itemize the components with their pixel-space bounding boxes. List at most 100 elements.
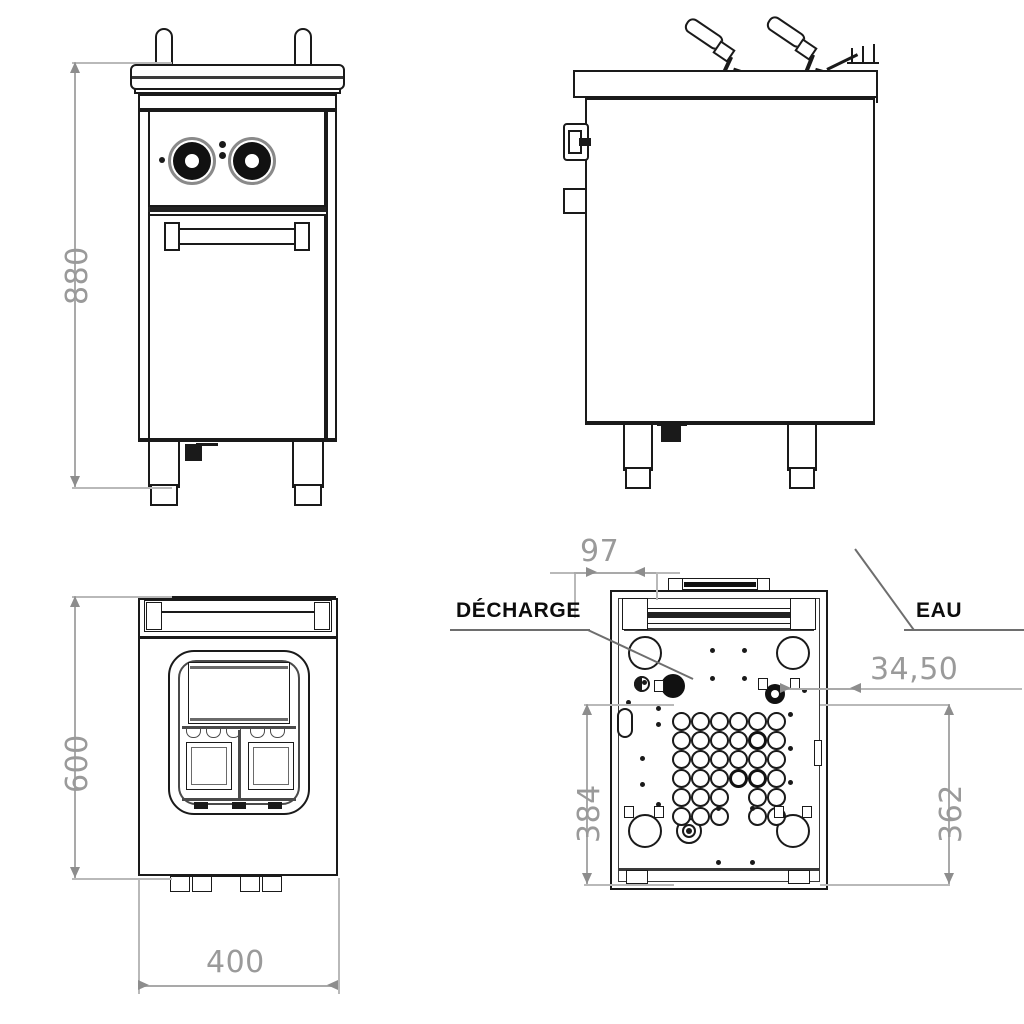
- dim-label-384: 384: [572, 784, 607, 843]
- ext-line-97-left: [574, 572, 576, 618]
- control-knob-left-hub[interactable]: [183, 152, 201, 170]
- dim-line-880: [74, 62, 76, 487]
- dim-label-362: 362: [934, 784, 969, 843]
- dim-arrow-3450-right: [850, 683, 861, 693]
- leader-decharge-angled: [587, 629, 694, 680]
- vent-hole: [710, 750, 729, 769]
- control-knob-right-outer[interactable]: [228, 137, 276, 185]
- dim-arrow-97-left: [586, 567, 597, 577]
- leg-foot-front-right: [294, 484, 322, 506]
- dim-label-600: 600: [60, 734, 95, 793]
- flue-fin-3: [873, 44, 875, 64]
- side-elevation-view: [563, 13, 925, 498]
- dim-arrow-97-right: [634, 567, 645, 577]
- vent-hole: [748, 712, 767, 731]
- vent-hole: [748, 769, 767, 788]
- bp-bottom-notch-left: [626, 870, 648, 884]
- screw-dot: [742, 648, 747, 653]
- dim-line-400: [138, 985, 338, 987]
- plan-rear-rail-top: [140, 596, 336, 600]
- callout-label-decharge: DÉCHARGE: [456, 599, 581, 622]
- vent-hole: [691, 731, 710, 750]
- control-knob-left-outer[interactable]: [168, 137, 216, 185]
- control-knob-right-hub[interactable]: [243, 152, 261, 170]
- vent-hole: [691, 769, 710, 788]
- dim-arrow-362-bottom: [944, 873, 954, 884]
- screw-dot: [642, 680, 647, 685]
- dim-line-362: [948, 704, 950, 884]
- bp-bracket-sq-5: [654, 806, 664, 818]
- vent-hole: [710, 712, 729, 731]
- vent-hole: [729, 731, 748, 750]
- bp-side-notch: [814, 740, 822, 766]
- vent-hole: [767, 788, 786, 807]
- side-tank-rim: [573, 70, 878, 98]
- ext-line-362-bottom: [820, 884, 950, 886]
- plan-basket-rear-lip-bottom: [190, 718, 288, 721]
- dimension-3450: 34,50: [760, 640, 1024, 720]
- bp-side-slot: [617, 708, 633, 738]
- screw-dot: [750, 806, 755, 811]
- plan-finger-4: [250, 729, 265, 738]
- panel-divider: [148, 207, 326, 212]
- bp-inner-rail-base: [624, 628, 814, 631]
- vent-hole: [672, 750, 691, 769]
- vent-hole: [672, 731, 691, 750]
- leader-eau-horizontal: [904, 629, 1024, 631]
- dimension-384: 384: [540, 690, 674, 930]
- bp-foot-boss-br: [776, 814, 810, 848]
- vent-hole: [748, 750, 767, 769]
- vent-hole: [729, 769, 748, 788]
- screw-dot: [640, 782, 645, 787]
- bp-bottom-notch-right: [788, 870, 810, 884]
- side-drain-nozzle: [661, 426, 681, 442]
- dim-label-400: 400: [206, 945, 265, 980]
- plan-basket-front-left[interactable]: [186, 742, 232, 790]
- callout-decharge: DÉCHARGE: [430, 595, 700, 685]
- bp-bracket-sq-1: [654, 680, 664, 692]
- plan-tank-bottom-edge: [182, 798, 296, 801]
- dim-line-97: [574, 572, 656, 574]
- leg-front-right: [292, 440, 324, 488]
- plan-finger-2: [206, 729, 221, 738]
- dim-arrow-3450-left: [780, 683, 791, 693]
- dim-line-384: [586, 704, 588, 884]
- vent-hole: [672, 769, 691, 788]
- screw-dot: [656, 802, 661, 807]
- plan-finger-1: [186, 729, 201, 738]
- vent-hole: [767, 712, 786, 731]
- vent-hole: [691, 712, 710, 731]
- ext-line-97-right: [656, 572, 658, 600]
- plan-basket-rear[interactable]: [188, 662, 290, 724]
- screw-dot: [802, 688, 807, 693]
- vent-hole: [691, 807, 710, 826]
- screw-dot: [788, 712, 793, 717]
- dim-line-3450: [780, 688, 860, 690]
- vent-hole: [729, 750, 748, 769]
- dim-arrow-600-bottom: [70, 867, 80, 878]
- ext-line-880-top: [72, 62, 172, 64]
- plan-rear-rail-base: [140, 636, 336, 639]
- bp-mount-plate-tr: [790, 598, 816, 630]
- plan-basket-front-left-inner: [191, 747, 227, 785]
- plan-rear-rail-clip-left: [146, 602, 162, 630]
- ext-line-384-bottom: [584, 884, 674, 886]
- vent-hole: [748, 731, 767, 750]
- plan-basket-front-right[interactable]: [248, 742, 294, 790]
- dim-arrow-400-right: [327, 980, 338, 990]
- vent-hole: [748, 807, 767, 826]
- side-rim-right-edge: [876, 70, 878, 103]
- screw-dot: [656, 706, 661, 711]
- ext-line-384-top: [584, 704, 674, 706]
- screw-dot: [710, 648, 715, 653]
- side-cabinet-body: [585, 98, 875, 423]
- water-inlet-hub: [771, 690, 779, 698]
- side-lower-bracket: [563, 188, 587, 214]
- ext-line-3450: [780, 688, 1022, 690]
- bp-vent-hole-grid: [672, 712, 786, 826]
- plan-bottom-fitting-mid: [232, 802, 246, 809]
- drain-nozzle-front: [185, 444, 202, 461]
- vent-hole: [767, 731, 786, 750]
- dim-line-600: [74, 596, 76, 878]
- callout-label-eau: EAU: [916, 599, 963, 622]
